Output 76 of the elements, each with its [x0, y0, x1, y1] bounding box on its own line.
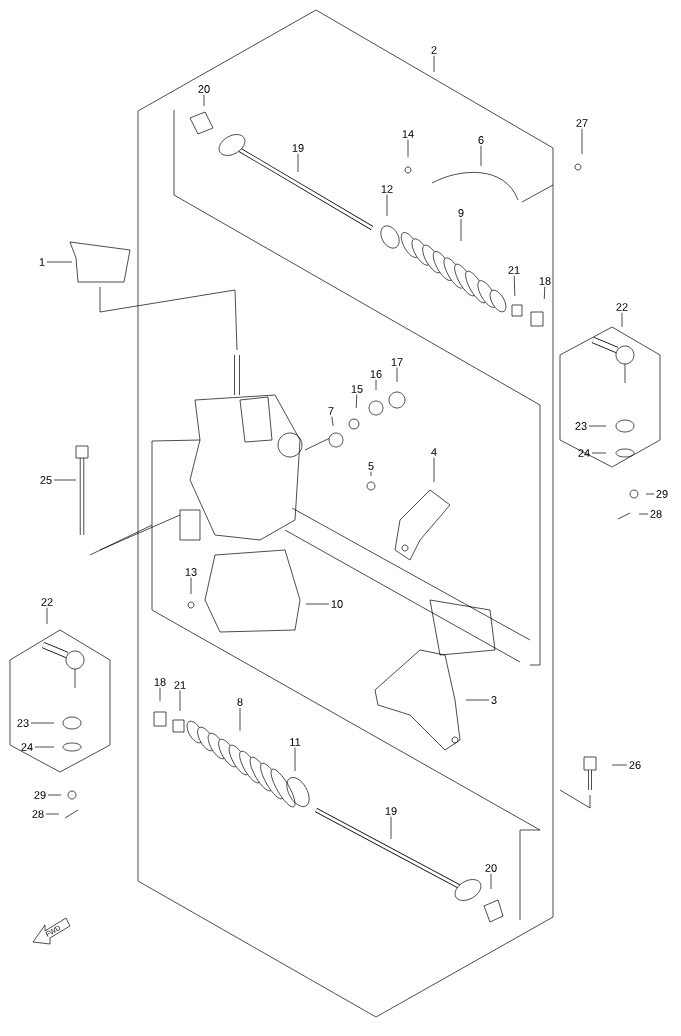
leader-line — [588, 425, 607, 427]
leader-line — [159, 687, 161, 702]
leader-line — [645, 493, 655, 495]
callout-number: 4 — [431, 448, 437, 456]
leader-line — [179, 690, 181, 712]
leader-line — [638, 513, 649, 515]
callout-number: 25 — [40, 476, 52, 484]
callout-number: 19 — [385, 807, 397, 815]
leader-line — [611, 764, 628, 766]
leader-line — [46, 607, 48, 625]
leader-line — [30, 722, 55, 724]
callout-number: 28 — [32, 810, 44, 818]
callout-number: 18 — [539, 277, 551, 285]
callout-number: 8 — [237, 698, 243, 706]
callout-number: 12 — [381, 185, 393, 193]
callout-number: 18 — [154, 678, 166, 686]
callout-number: 1 — [39, 258, 45, 266]
leader-line — [375, 379, 377, 391]
leader-line — [433, 55, 435, 73]
callout-number: 3 — [491, 696, 497, 704]
leader-line — [355, 394, 358, 409]
leader-line — [621, 312, 623, 328]
leader-line — [190, 577, 192, 595]
callout-number: 27 — [576, 119, 588, 127]
leader-line — [45, 813, 60, 815]
callout-number: 29 — [34, 791, 46, 799]
leader-line — [294, 747, 296, 772]
callout-number: 28 — [650, 510, 662, 518]
leader-line — [465, 699, 490, 701]
callout-number: 21 — [508, 266, 520, 274]
leader-line — [386, 194, 388, 217]
callout-number: 11 — [290, 738, 301, 746]
callout-number: 14 — [402, 130, 414, 138]
leader-line — [543, 286, 546, 300]
callout-number: 2 — [431, 46, 437, 54]
callout-number: 21 — [174, 681, 186, 689]
callout-number: 19 — [292, 144, 304, 152]
callout-number: 10 — [331, 600, 343, 608]
callout-number: 9 — [458, 209, 464, 217]
callout-number: 20 — [485, 864, 497, 872]
leader-line — [239, 707, 241, 732]
leader-line — [370, 471, 372, 477]
leader-line — [331, 416, 334, 427]
leader-line — [297, 153, 299, 173]
leader-line — [460, 218, 462, 242]
leader-line — [305, 603, 330, 605]
callout-number: 23 — [575, 422, 587, 430]
callout-number: 6 — [478, 136, 484, 144]
leader-line — [390, 816, 392, 840]
leader-line — [46, 261, 73, 263]
leader-line — [480, 145, 482, 167]
callout-number: 26 — [629, 761, 641, 769]
callout-number: 7 — [328, 407, 334, 415]
leader-line — [203, 94, 205, 107]
callout-number: 17 — [391, 358, 403, 366]
leader-line — [581, 128, 583, 155]
callout-number: 22 — [616, 303, 628, 311]
leader-line — [490, 873, 492, 890]
callout-number: 15 — [351, 385, 363, 393]
callout-number: 20 — [198, 85, 210, 93]
leader-line — [513, 275, 516, 297]
callout-number: 24 — [21, 743, 33, 751]
leader-line — [53, 479, 77, 481]
callout-number: 24 — [578, 449, 590, 457]
callout-number: 29 — [656, 490, 668, 498]
leader-line — [396, 367, 398, 383]
callout-number: 22 — [41, 598, 53, 606]
callout-number: 13 — [185, 568, 197, 576]
leader-line — [47, 794, 62, 796]
leader-line — [407, 139, 409, 158]
leader-line — [433, 457, 435, 483]
callout-number: 16 — [370, 370, 382, 378]
leader-line — [591, 452, 607, 454]
callout-number: 23 — [17, 719, 29, 727]
leader-line — [34, 746, 55, 748]
callout-number: 5 — [368, 462, 374, 470]
